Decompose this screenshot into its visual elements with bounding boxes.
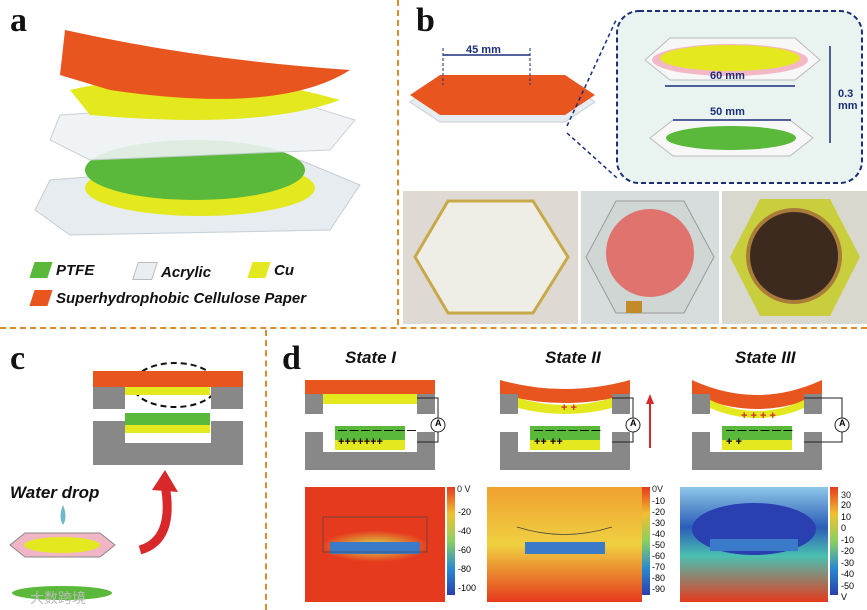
panel-label-d: d bbox=[282, 340, 301, 377]
colorbar-tick: -60 bbox=[652, 551, 666, 561]
legend-cu: Cu bbox=[247, 262, 294, 279]
colorbar-tick: -20 bbox=[458, 507, 472, 517]
state-iii-bottom-charges: + + bbox=[726, 436, 742, 448]
state-ii-colorbar-top: 0V bbox=[652, 484, 664, 494]
device-hexagon-diagram bbox=[409, 48, 596, 123]
photo-paper-disk bbox=[581, 191, 719, 324]
colorbar-tick: -40 bbox=[841, 569, 855, 579]
colorbar-tick: 10 bbox=[841, 511, 852, 522]
colorbar-tick: -30 bbox=[652, 518, 666, 528]
legend-ptfe: PTFE bbox=[29, 262, 95, 279]
water-drop-label: Water drop bbox=[10, 483, 100, 502]
watermark: 大数跨境 bbox=[30, 590, 86, 606]
superhydrophobic-paper-layer bbox=[60, 30, 350, 99]
state-i-colorbar-top: 0 V bbox=[457, 484, 471, 494]
cu-swatch bbox=[247, 262, 271, 278]
colorbar-tick: 20 bbox=[841, 500, 852, 510]
state-iii-ptfe-charges: — — — — — — bbox=[726, 425, 793, 435]
state-iii-title: State III bbox=[735, 348, 796, 367]
state-ii-potential-map bbox=[487, 487, 642, 602]
state-i-ptfe-charges: — — — — — — — bbox=[338, 425, 417, 435]
colorbar-tick: -40 bbox=[458, 526, 472, 536]
colorbar-tick: -70 bbox=[652, 562, 666, 572]
colorbar-tick: -90 bbox=[652, 584, 666, 594]
legend-cu-label: Cu bbox=[274, 262, 294, 279]
colorbar-tick: -10 bbox=[652, 496, 666, 506]
dim-top-diameter: 60 mm bbox=[710, 70, 745, 82]
legend-acrylic: Acrylic bbox=[132, 262, 212, 281]
photo-copper-electrode bbox=[722, 191, 867, 324]
colorbar-tick: -80 bbox=[652, 573, 666, 583]
state-i-schematic bbox=[305, 380, 446, 470]
state-ii-top-charges: + + bbox=[561, 402, 577, 414]
legend-paper-label: Superhydrophobic Cellulose Paper bbox=[56, 290, 307, 307]
dim-bottom-diameter: 50 mm bbox=[710, 106, 745, 118]
state-ii-title: State II bbox=[545, 348, 601, 367]
state-ii-bottom-charges: ++ ++ bbox=[534, 436, 563, 448]
paper-swatch bbox=[29, 290, 53, 306]
legend-paper: Superhydrophobic Cellulose Paper bbox=[29, 290, 307, 307]
colorbar-tick: -20 bbox=[841, 546, 855, 556]
divider-vertical-bottom bbox=[265, 330, 267, 610]
colorbar-tick: -10 bbox=[841, 534, 855, 545]
colorbar-tick: -20 bbox=[652, 507, 666, 517]
state-iii-colorbar bbox=[830, 487, 838, 595]
state-iii-ammeter: A bbox=[839, 418, 846, 428]
state-i-colorbar bbox=[447, 487, 455, 595]
state-ii-ammeter: A bbox=[630, 418, 637, 428]
state-ii-ptfe-charges: — — — — — — bbox=[534, 425, 601, 435]
ptfe-swatch bbox=[29, 262, 53, 278]
legend-acrylic-label: Acrylic bbox=[161, 264, 212, 281]
state-ii-colorbar bbox=[642, 487, 650, 595]
zoom-callout bbox=[566, 10, 863, 184]
state-i-title: State I bbox=[345, 348, 397, 367]
colorbar-unit: V bbox=[841, 592, 848, 602]
colorbar-tick: -80 bbox=[458, 564, 472, 574]
operation-schematic bbox=[9, 362, 243, 600]
state-i-bottom-charges: +++++++ bbox=[338, 436, 383, 448]
dim-width-45: 45 mm bbox=[466, 44, 501, 56]
state-i-ammeter: A bbox=[435, 418, 442, 428]
colorbar-tick: -60 bbox=[458, 545, 472, 555]
state-iii-top-charges: + + + + bbox=[741, 410, 776, 422]
colorbar-tick: -40 bbox=[652, 529, 666, 539]
colorbar-tick: -30 bbox=[841, 557, 855, 568]
panel-label-c: c bbox=[10, 340, 26, 377]
state-i-colorbar-ticks: -20 -40 -60 -80 -100 bbox=[458, 503, 476, 598]
legend-ptfe-label: PTFE bbox=[56, 262, 95, 279]
colorbar-tick: 0 bbox=[841, 523, 847, 533]
colorbar-tick: -100 bbox=[458, 583, 477, 593]
photo-hexagon-frame bbox=[403, 191, 578, 324]
divider-horizontal bbox=[0, 327, 867, 329]
panel-label-a: a bbox=[10, 2, 27, 39]
colorbar-tick: -50 bbox=[652, 540, 666, 550]
divider-vertical-top bbox=[397, 0, 399, 325]
dim-gap: 0.3 mm bbox=[838, 88, 858, 112]
state-iii-potential-map bbox=[680, 487, 828, 602]
state-ii-colorbar-ticks: -10-20-30-40-50-60-70-80-90 bbox=[652, 496, 665, 595]
acrylic-swatch bbox=[132, 262, 158, 280]
panel-label-b: b bbox=[416, 2, 435, 39]
state-iii-schematic bbox=[692, 380, 850, 470]
state-iii-colorbar-top: 30 bbox=[841, 490, 852, 500]
exploded-layer-diagram bbox=[34, 30, 361, 236]
state-i-potential-map bbox=[305, 487, 445, 602]
state-ii-schematic bbox=[500, 380, 654, 470]
colorbar-tick: -50 bbox=[841, 580, 855, 591]
